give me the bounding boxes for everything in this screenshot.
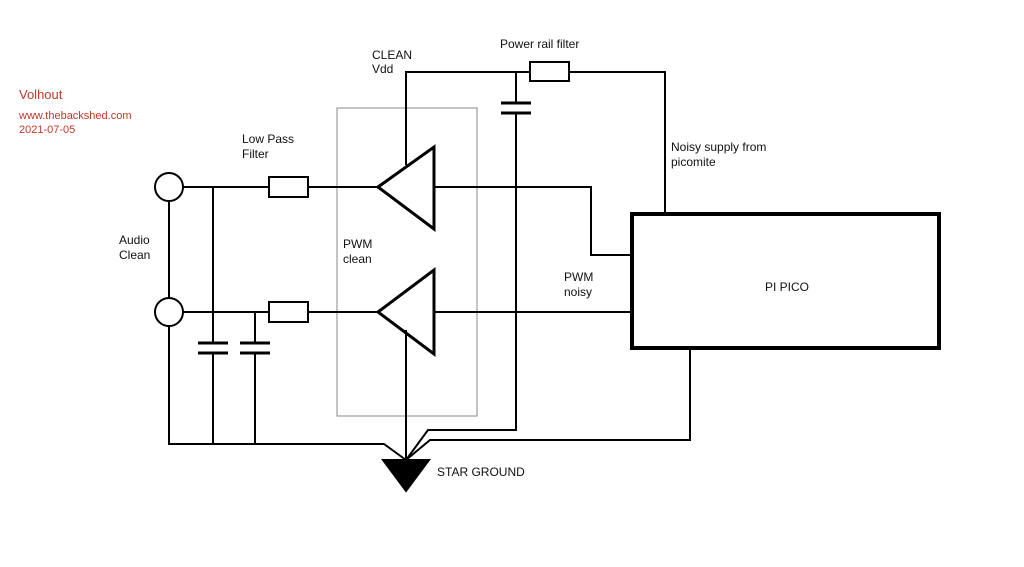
- power-rail-resistor: [529, 61, 570, 82]
- clean-vdd-label-2: Vdd: [372, 62, 394, 76]
- lowpass-resistor-top: [268, 176, 309, 198]
- pi-pico-label: PI PICO: [765, 280, 810, 294]
- pwm-noisy-label-1: PWM: [564, 270, 594, 284]
- noisy-supply-label-1: Noisy supply from: [671, 140, 767, 154]
- site-link[interactable]: www.thebackshed.com: [19, 110, 132, 122]
- clean-vdd-wire: [405, 71, 530, 165]
- star-ground-label: STAR GROUND: [437, 465, 525, 479]
- audio-jack-top[interactable]: [154, 172, 184, 202]
- vdd-cap-to-ground: [405, 113, 517, 461]
- low-pass-label-1: Low Pass: [242, 132, 295, 146]
- clean-vdd-label-1: CLEAN: [372, 48, 413, 62]
- author-name: Volhout: [19, 87, 63, 102]
- star-ground-symbol: [381, 459, 431, 493]
- noisy-supply-wire: [569, 71, 666, 213]
- pi-pico-block[interactable]: [630, 212, 941, 350]
- pwm-clean-label-2: clean: [343, 252, 372, 266]
- lowpass-resistor-bottom: [268, 301, 309, 323]
- audio-clean-label-2: Clean: [119, 248, 151, 262]
- pico-ground-wire: [405, 349, 691, 461]
- pwm-clean-label-1: PWM: [343, 237, 373, 251]
- ground-bus: [168, 326, 407, 461]
- low-pass-label-2: Filter: [242, 147, 269, 161]
- diagram-date: 2021-07-05: [19, 124, 76, 136]
- audio-clean-label-1: Audio: [119, 233, 150, 247]
- audio-jack-bottom[interactable]: [154, 297, 184, 327]
- pwm-top-input-wire: [434, 186, 631, 256]
- pwm-noisy-label-2: noisy: [564, 285, 593, 299]
- power-rail-filter-label: Power rail filter: [500, 37, 580, 51]
- noisy-supply-label-2: picomite: [671, 155, 716, 169]
